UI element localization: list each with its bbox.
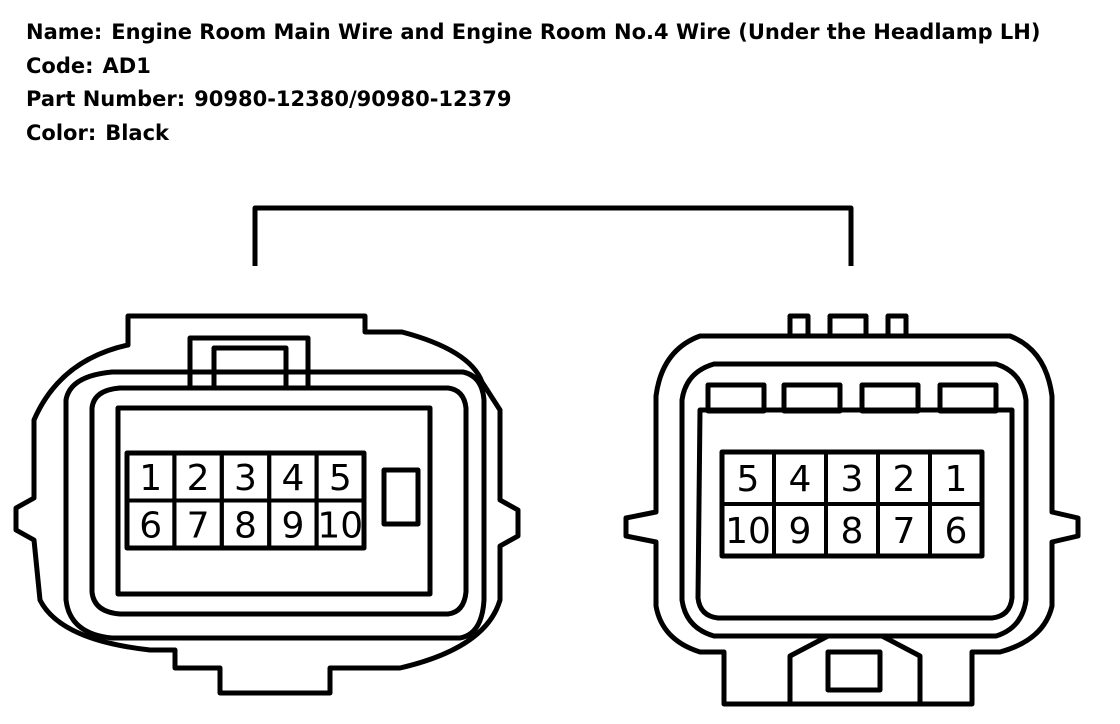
right-pin-label-2: 2	[893, 459, 916, 500]
part-number-row: Part Number: 90980-12380/90980-12379	[26, 83, 1040, 117]
right-connector-slot-1	[705, 382, 767, 414]
right-pin-label-9: 9	[789, 511, 812, 552]
right-pin-label-5: 5	[737, 459, 760, 500]
right-pin-label-6: 6	[945, 511, 968, 552]
color-label: Color:	[26, 120, 97, 145]
left-connector-lock-tab	[211, 345, 289, 391]
right-pin-label-8: 8	[841, 511, 864, 552]
right-connector-inner-shell	[679, 361, 1029, 639]
left-pin-label-5: 5	[329, 458, 352, 499]
color-value: Black	[105, 120, 170, 145]
code-label: Code:	[26, 53, 94, 78]
right-connector-top-rib-3	[885, 313, 909, 336]
connector-info: Name: Engine Room Main Wire and Engine Ro…	[26, 16, 1040, 150]
right-pin-label-10: 10	[725, 511, 771, 552]
right-connector-bottom-lock	[787, 633, 923, 704]
code-value: AD1	[102, 53, 151, 78]
left-pin-label-1: 1	[139, 458, 162, 499]
right-connector-outer-shell	[623, 333, 1081, 707]
name-label: Name:	[26, 20, 103, 44]
right-connector-inner-wall	[695, 407, 1015, 621]
left-connector-pin-cavity	[115, 405, 433, 597]
left-pin-label-9: 9	[281, 505, 304, 546]
pairing-bracket	[252, 205, 854, 266]
right-connector-top-rib-2	[827, 313, 869, 336]
right-pin-label-4: 4	[789, 459, 812, 500]
right-connector-slot-4	[937, 382, 999, 414]
part-number-label: Part Number:	[26, 87, 186, 111]
right-connector-slot-2	[781, 382, 843, 414]
left-pin-label-7: 7	[187, 505, 210, 546]
left-pin-label-10: 10	[317, 505, 363, 546]
name-value: Engine Room Main Wire and Engine Room No…	[111, 20, 1041, 44]
right-pin-label-1: 1	[945, 459, 968, 500]
left-connector-inner-wall	[89, 385, 469, 617]
left-connector-side-key	[381, 467, 421, 527]
right-connector-top-rib-1	[787, 313, 811, 336]
left-pin-cell-10	[314, 498, 367, 550]
right-connector-slot-3	[859, 382, 921, 414]
right-pin-label-3: 3	[841, 459, 864, 500]
code-row: Code: AD1	[26, 50, 1040, 84]
left-pin-label-8: 8	[234, 505, 257, 546]
left-connector-outer-shell	[13, 313, 521, 696]
right-pin-label-7: 7	[893, 511, 916, 552]
left-connector-inner-shell	[63, 369, 487, 641]
part-number-value: 90980-12380/90980-12379	[194, 87, 512, 111]
left-pin-label-4: 4	[281, 458, 304, 499]
left-pin-label-2: 2	[187, 458, 210, 499]
left-pin-label-6: 6	[139, 505, 162, 546]
name-row: Name: Engine Room Main Wire and Engine Ro…	[26, 16, 1040, 50]
left-pin-label-3: 3	[234, 458, 257, 499]
color-row: Color: Black	[26, 117, 1040, 151]
right-connector-bottom-lock-tab	[825, 649, 883, 693]
right-pin-cell-6	[928, 502, 984, 558]
